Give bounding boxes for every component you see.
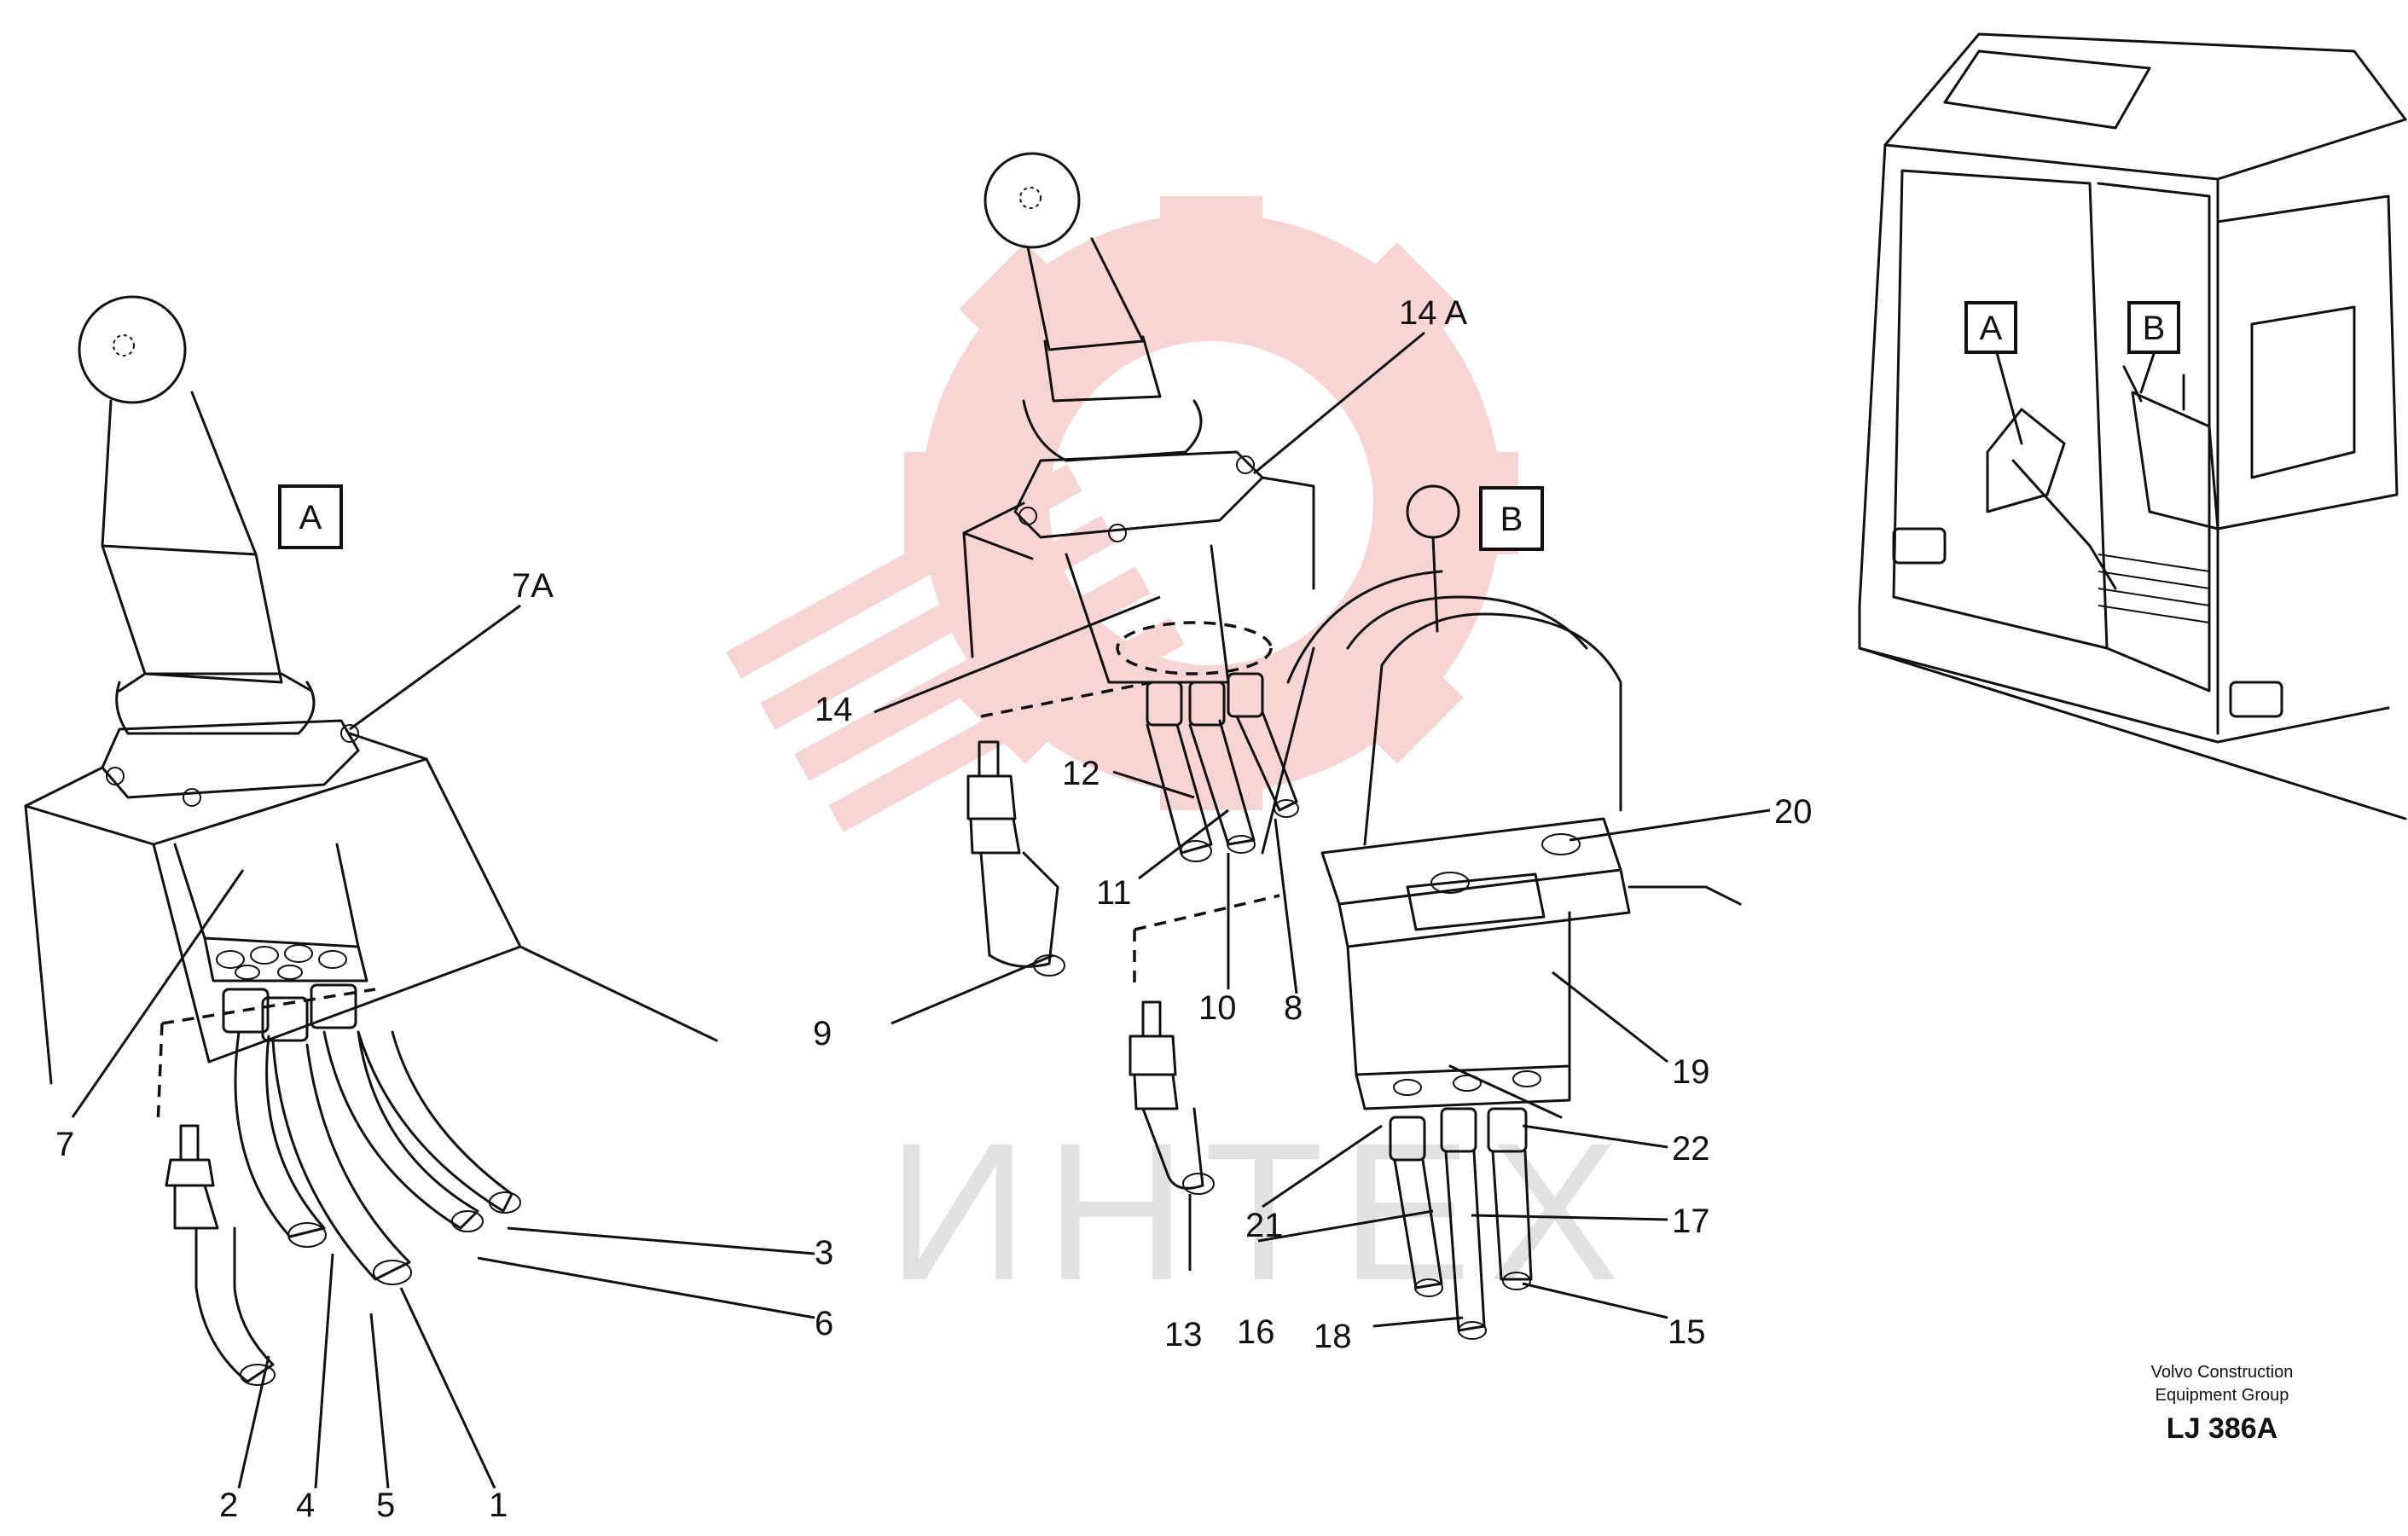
callout-7: 7 [55,1126,74,1163]
callout-6: 6 [815,1305,833,1342]
inset-label-b: B [2143,310,2166,347]
view-a-lever-assembly [24,295,718,1386]
callout-15: 15 [1668,1313,1706,1351]
callout-11: 11 [1096,874,1132,912]
callout-8: 8 [1284,989,1303,1027]
callout-9: 9 [813,1015,832,1052]
callout-4: 4 [296,1487,315,1524]
callout-22: 22 [1672,1130,1710,1168]
callout-20: 20 [1774,793,1813,831]
callout-14a: 14 A [1399,294,1467,332]
view-a-label-box: A [278,484,343,549]
inset-label-b-box: B [2127,301,2180,354]
callout-19: 19 [1672,1053,1710,1091]
callout-3: 3 [815,1234,833,1272]
credit-line-2: Equipment Group [2156,1386,2289,1405]
inset-label-a: A [1980,310,2003,347]
leader-lines [71,331,1771,1489]
callout-18: 18 [1314,1318,1352,1355]
callout-21: 21 [1245,1207,1284,1244]
credit-line-1: Volvo Construction [2151,1363,2294,1382]
callout-14: 14 [815,691,853,728]
cab-inset [1858,32,2407,820]
callout-13: 13 [1164,1316,1203,1353]
callout-5: 5 [376,1487,395,1524]
callout-2: 2 [219,1487,238,1524]
view-b-label-box: B [1479,486,1544,551]
credit-block: Volvo Construction Equipment Group LJ 38… [2151,1363,2294,1445]
inset-label-a-box: A [1964,301,2017,354]
callout-12: 12 [1062,755,1100,792]
view-a-label: A [299,499,322,536]
callout-numbers: 7A 7 2 4 5 1 3 6 14 A 14 12 11 9 10 8 20… [55,294,1813,1524]
callout-7a: 7A [512,567,554,605]
callout-1: 1 [489,1487,508,1524]
callout-16: 16 [1237,1313,1275,1351]
callout-17: 17 [1672,1203,1710,1240]
callout-10: 10 [1198,989,1237,1027]
view-b-label: B [1500,501,1523,538]
drawing-code: LJ 386A [2167,1412,2277,1445]
